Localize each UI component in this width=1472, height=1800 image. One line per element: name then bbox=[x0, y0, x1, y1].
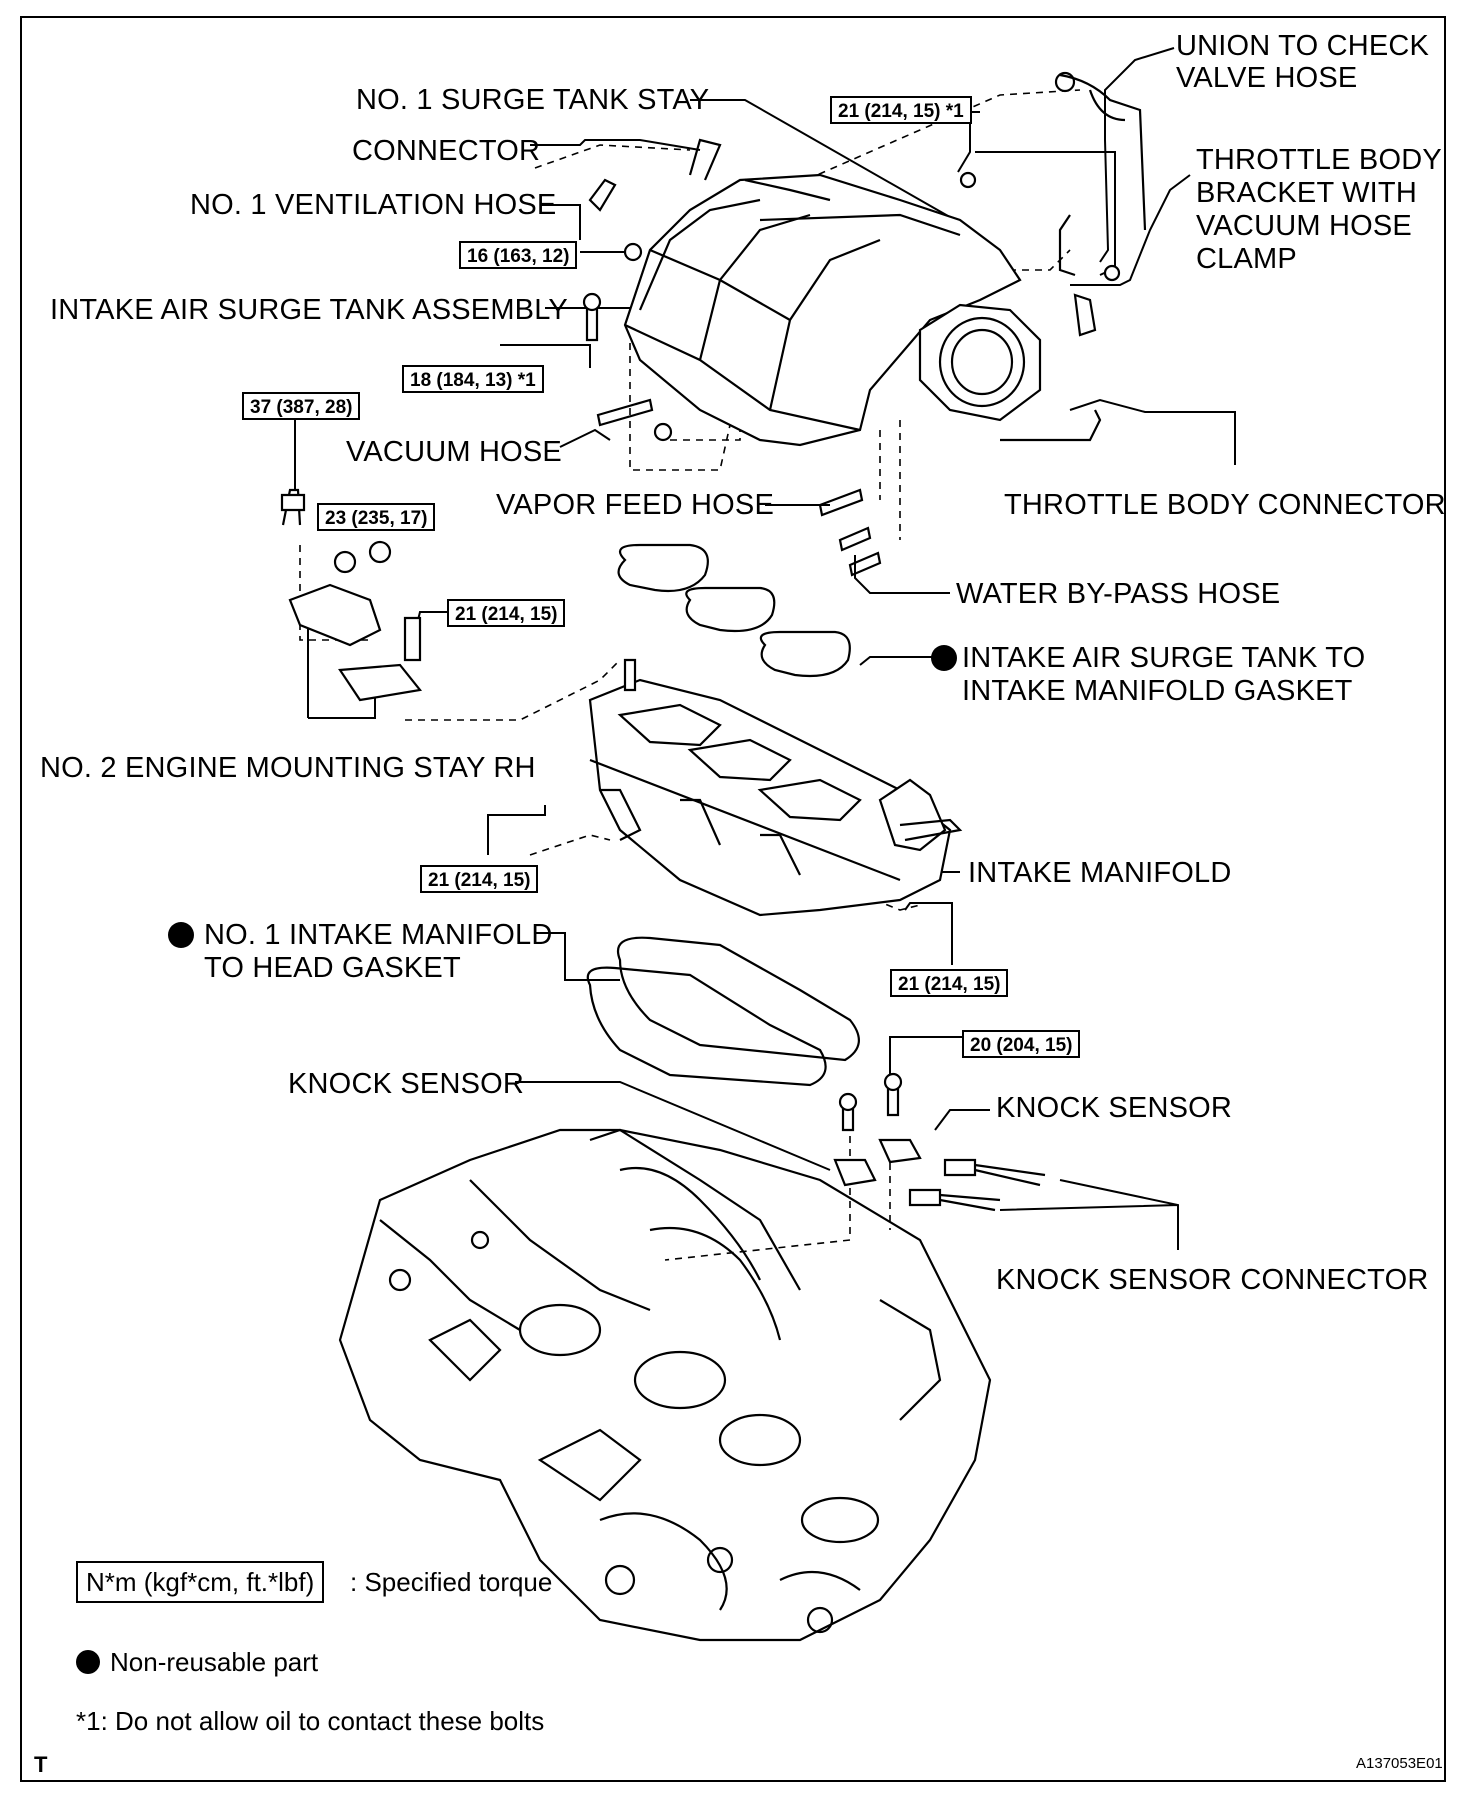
nonreusable-marker-surge-gasket bbox=[931, 645, 957, 671]
torque-37: 37 (387, 28) bbox=[242, 392, 361, 420]
torque-20: 20 (204, 15) bbox=[962, 1030, 1081, 1058]
label-vapor-feed-hose: VAPOR FEED HOSE bbox=[496, 489, 775, 521]
mounting-stay-art bbox=[280, 488, 423, 702]
torque-18: 18 (184, 13) *1 bbox=[402, 365, 544, 393]
label-throttle-body-connector: THROTTLE BODY CONNECTOR bbox=[1004, 489, 1446, 521]
upper-gaskets bbox=[617, 543, 851, 678]
label-intake-manifold: INTAKE MANIFOLD bbox=[968, 857, 1232, 889]
label-no2-engine-mounting-stay-rh: NO. 2 ENGINE MOUNTING STAY RH bbox=[40, 752, 536, 784]
label-union-to-check-valve-hose-line2: VALVE HOSE bbox=[1176, 62, 1358, 94]
small-parts-top bbox=[582, 171, 1121, 577]
label-throttle-body-bracket-line2: BRACKET WITH bbox=[1196, 177, 1417, 209]
engine-block-art bbox=[338, 1128, 992, 1642]
label-throttle-body-bracket-line3: VACUUM HOSE bbox=[1196, 210, 1412, 242]
legend-torque-desc: : Specified torque bbox=[350, 1567, 553, 1597]
label-throttle-body-bracket-line1: THROTTLE BODY bbox=[1196, 144, 1442, 176]
figure-id: A137053E01 bbox=[1356, 1755, 1443, 1772]
torque-23: 23 (235, 17) bbox=[317, 503, 436, 531]
knock-sensor-art bbox=[833, 1072, 1046, 1212]
label-no1-surge-tank-stay: NO. 1 SURGE TANK STAY bbox=[356, 84, 710, 116]
head-gasket-art bbox=[586, 936, 860, 1087]
label-no1-intake-manifold-gasket-line1: NO. 1 INTAKE MANIFOLD bbox=[204, 919, 553, 951]
legend-nonreusable-dot bbox=[76, 1650, 100, 1674]
diagram-frame bbox=[20, 16, 1446, 1782]
intake-manifold-art bbox=[588, 658, 963, 917]
torque-16: 16 (163, 12) bbox=[459, 241, 578, 269]
label-surge-tank-gasket-line2: INTAKE MANIFOLD GASKET bbox=[962, 675, 1353, 707]
label-intake-air-surge-tank-assembly: INTAKE AIR SURGE TANK ASSEMBLY bbox=[50, 294, 568, 326]
label-water-bypass-hose: WATER BY-PASS HOSE bbox=[956, 578, 1281, 610]
legend-note: *1: Do not allow oil to contact these bo… bbox=[76, 1706, 545, 1736]
label-no1-ventilation-hose: NO. 1 VENTILATION HOSE bbox=[190, 189, 557, 221]
label-no1-intake-manifold-gasket-line2: TO HEAD GASKET bbox=[204, 952, 461, 984]
label-knock-sensor-right: KNOCK SENSOR bbox=[996, 1092, 1233, 1124]
corner-marker: T bbox=[34, 1752, 48, 1777]
label-connector: CONNECTOR bbox=[352, 135, 541, 167]
legend-nonreusable: Non-reusable part bbox=[110, 1647, 319, 1677]
torque-21-manifold-right: 21 (214, 15) bbox=[890, 969, 1009, 997]
label-knock-sensor-connector: KNOCK SENSOR CONNECTOR bbox=[996, 1264, 1429, 1296]
torque-21-star-top: 21 (214, 15) *1 bbox=[830, 96, 972, 124]
label-union-to-check-valve-hose-line1: UNION TO CHECK bbox=[1176, 30, 1430, 62]
nonreusable-marker-head-gasket bbox=[168, 922, 194, 948]
label-throttle-body-bracket-line4: CLAMP bbox=[1196, 243, 1297, 275]
label-vacuum-hose: VACUUM HOSE bbox=[346, 436, 562, 468]
surge-tank-art bbox=[623, 71, 1147, 447]
label-surge-tank-gasket-line1: INTAKE AIR SURGE TANK TO bbox=[962, 642, 1366, 674]
torque-21-stay: 21 (214, 15) bbox=[447, 599, 566, 627]
label-knock-sensor-left: KNOCK SENSOR bbox=[288, 1068, 525, 1100]
legend-torque-unit-box: N*m (kgf*cm, ft.*lbf) bbox=[76, 1561, 325, 1603]
torque-21-manifold-left: 21 (214, 15) bbox=[420, 865, 539, 893]
